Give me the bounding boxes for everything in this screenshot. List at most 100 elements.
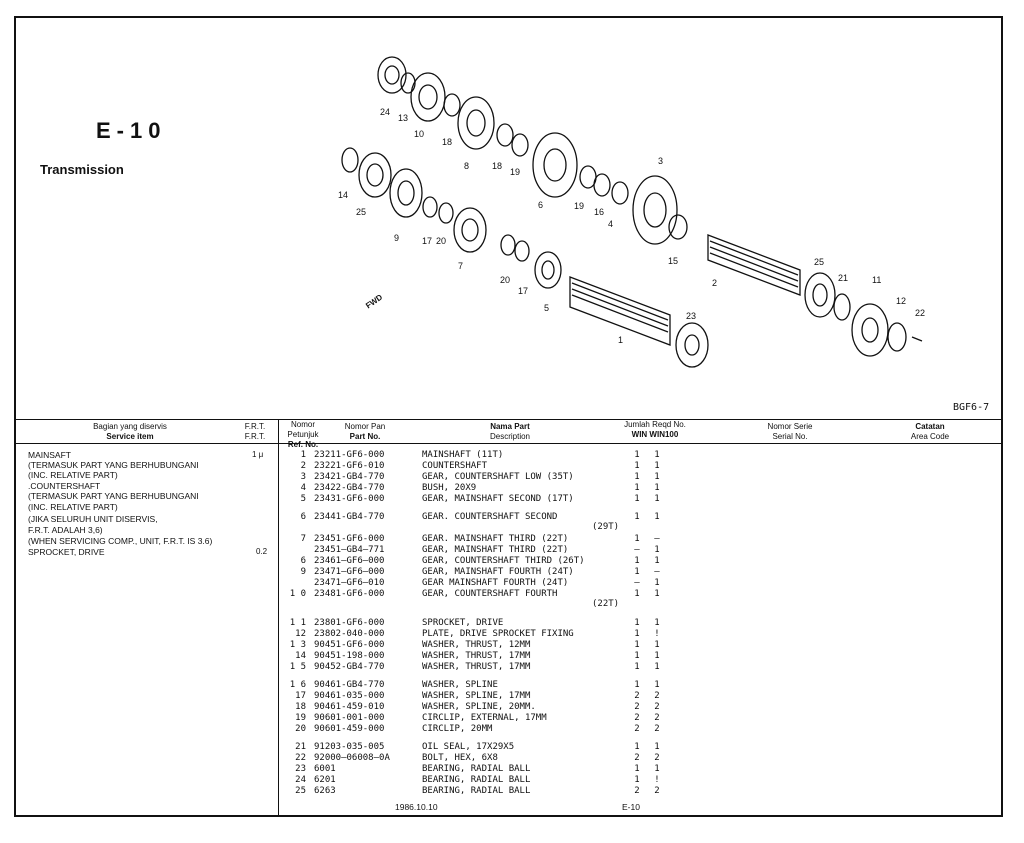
parts-cell-pn: 23422-GB4-770 — [314, 483, 385, 493]
page-frame — [14, 16, 1003, 817]
svg-text:17: 17 — [422, 236, 432, 246]
parts-cell-desc: GEAR. COUNTERSHAFT SECOND — [422, 512, 558, 522]
parts-cell-no: 19 — [295, 713, 306, 723]
parts-cell-desc: WASHER, SPLINE — [422, 680, 498, 690]
service-item-line: (INC. RELATIVE PART) — [28, 502, 118, 512]
svg-text:14: 14 — [338, 190, 348, 200]
parts-cell-pn: 23481-GF6-000 — [314, 589, 385, 599]
frt-value: 1 μ — [252, 450, 264, 459]
parts-cell-no: 24 — [295, 775, 306, 785]
service-item-line: (TERMASUK PART YANG BERHUBUNGANI — [28, 491, 199, 501]
parts-cell-q2: 1 — [654, 742, 660, 752]
parts-cell-q2: 2 — [654, 753, 660, 763]
gear-10 — [410, 72, 446, 122]
parts-cell-desc: GEAR, MAINSHAFT THIRD (22T) — [422, 545, 569, 555]
parts-cell-q2: — — [654, 534, 660, 544]
parts-cell-cont: (22T) — [592, 599, 620, 609]
svg-text:7: 7 — [458, 261, 463, 271]
parts-cell-q1: 1 — [634, 512, 640, 522]
service-item-line: SPROCKET, DRIVE — [28, 547, 105, 557]
parts-cell-q2: 2 — [654, 702, 660, 712]
parts-cell-pn: 91203-035-005 — [314, 742, 385, 752]
parts-cell-q2: 1 — [654, 545, 660, 555]
parts-cell-desc: MAINSHAFT (11T) — [422, 450, 504, 460]
parts-cell-q1: 1 — [634, 640, 640, 650]
gear-6 — [532, 132, 578, 198]
frt-value: 0.2 — [256, 547, 268, 556]
parts-cell-desc: PLATE, DRIVE SPROCKET FIXING — [422, 629, 574, 639]
svg-text:23: 23 — [686, 311, 696, 321]
svg-text:5: 5 — [544, 303, 549, 313]
parts-cell-q1: — — [634, 578, 640, 588]
parts-cell-q2: ! — [654, 775, 660, 785]
countershaft-2 — [707, 234, 801, 296]
parts-cell-pn: 90601-459-000 — [314, 724, 385, 734]
parts-cell-q1: — — [634, 545, 640, 555]
svg-text:25: 25 — [814, 257, 824, 267]
parts-cell-no: 3 — [300, 472, 306, 482]
parts-cell-pn: 90601-001-000 — [314, 713, 385, 723]
parts-cell-no: 2 — [300, 461, 306, 471]
parts-cell-desc: WASHER, THRUST, 17MM — [422, 662, 531, 672]
parts-cell-pn: 23471—GF6—010 — [314, 578, 385, 588]
parts-cell-q2: 2 — [654, 724, 660, 734]
parts-cell-no: 7 — [300, 534, 306, 544]
parts-cell-desc: BEARING, RADIAL BALL — [422, 786, 531, 796]
parts-cell-pn: 6001 — [314, 764, 336, 774]
parts-cell-q1: 1 — [634, 494, 640, 504]
parts-cell-q2: 2 — [654, 786, 660, 796]
parts-cell-no: 21 — [295, 742, 306, 752]
svg-text:19: 19 — [574, 201, 584, 211]
svg-text:20: 20 — [436, 236, 446, 246]
parts-cell-pn: 23802-040-000 — [314, 629, 385, 639]
gear-7 — [453, 207, 487, 253]
header-frt: F.R.T.F.R.T. — [244, 422, 266, 441]
parts-cell-desc: CIRCLIP, EXTERNAL, 17MM — [422, 713, 547, 723]
parts-cell-no: 9 — [300, 567, 306, 577]
parts-cell-pn: 23471—GF6—000 — [314, 567, 385, 577]
parts-cell-q1: 1 — [634, 764, 640, 774]
parts-cell-q1: 1 — [634, 742, 640, 752]
parts-cell-q2: 1 — [654, 764, 660, 774]
svg-text:9: 9 — [394, 233, 399, 243]
parts-cell-no: 17 — [295, 691, 306, 701]
service-item-line: F.R.T. ADALAH 3,6) — [28, 525, 103, 535]
parts-cell-pn: 92000—06008—0A — [314, 753, 390, 763]
parts-cell-pn: 90461-GB4-770 — [314, 680, 385, 690]
parts-cell-q1: 1 — [634, 472, 640, 482]
parts-cell-no: 1 5 — [289, 662, 306, 672]
parts-cell-q2: 1 — [654, 461, 660, 471]
table-divider — [278, 419, 279, 817]
svg-text:13: 13 — [398, 113, 408, 123]
reference-code: BGF6-7 — [953, 402, 990, 413]
parts-cell-q1: 2 — [634, 691, 640, 701]
parts-cell-no: 23 — [295, 764, 306, 774]
section-title: Transmission — [40, 162, 124, 177]
parts-cell-desc: GEAR, COUNTERSHAFT FOURTH — [422, 589, 558, 599]
parts-cell-q2: ! — [654, 629, 660, 639]
parts-cell-pn: 90461-035-000 — [314, 691, 385, 701]
parts-cell-pn: 90451-198-000 — [314, 651, 385, 661]
parts-cell-q1: 1 — [634, 629, 640, 639]
parts-cell-q2: — — [654, 567, 660, 577]
svg-text:22: 22 — [915, 308, 925, 318]
svg-text:18: 18 — [442, 137, 452, 147]
service-item-line: (INC. RELATIVE PART) — [28, 470, 118, 480]
parts-cell-no: 6 — [300, 556, 306, 566]
parts-cell-pn: 90452-GB4-770 — [314, 662, 385, 672]
service-item-line: .COUNTERSHAFT — [28, 481, 101, 491]
parts-cell-q2: 2 — [654, 691, 660, 701]
svg-text:16: 16 — [594, 207, 604, 217]
svg-text:2: 2 — [712, 278, 717, 288]
parts-cell-no: 18 — [295, 702, 306, 712]
plate-12 — [887, 322, 907, 352]
footer-page: E-10 — [622, 802, 640, 812]
gear-9 — [389, 168, 423, 218]
parts-cell-desc: GEAR, COUNTERSHAFT LOW (35T) — [422, 472, 574, 482]
svg-text:12: 12 — [896, 296, 906, 306]
parts-cell-pn: 23431-GF6-000 — [314, 494, 385, 504]
parts-cell-desc: BEARING, RADIAL BALL — [422, 775, 531, 785]
parts-cell-desc: COUNTERSHAFT — [422, 461, 488, 471]
